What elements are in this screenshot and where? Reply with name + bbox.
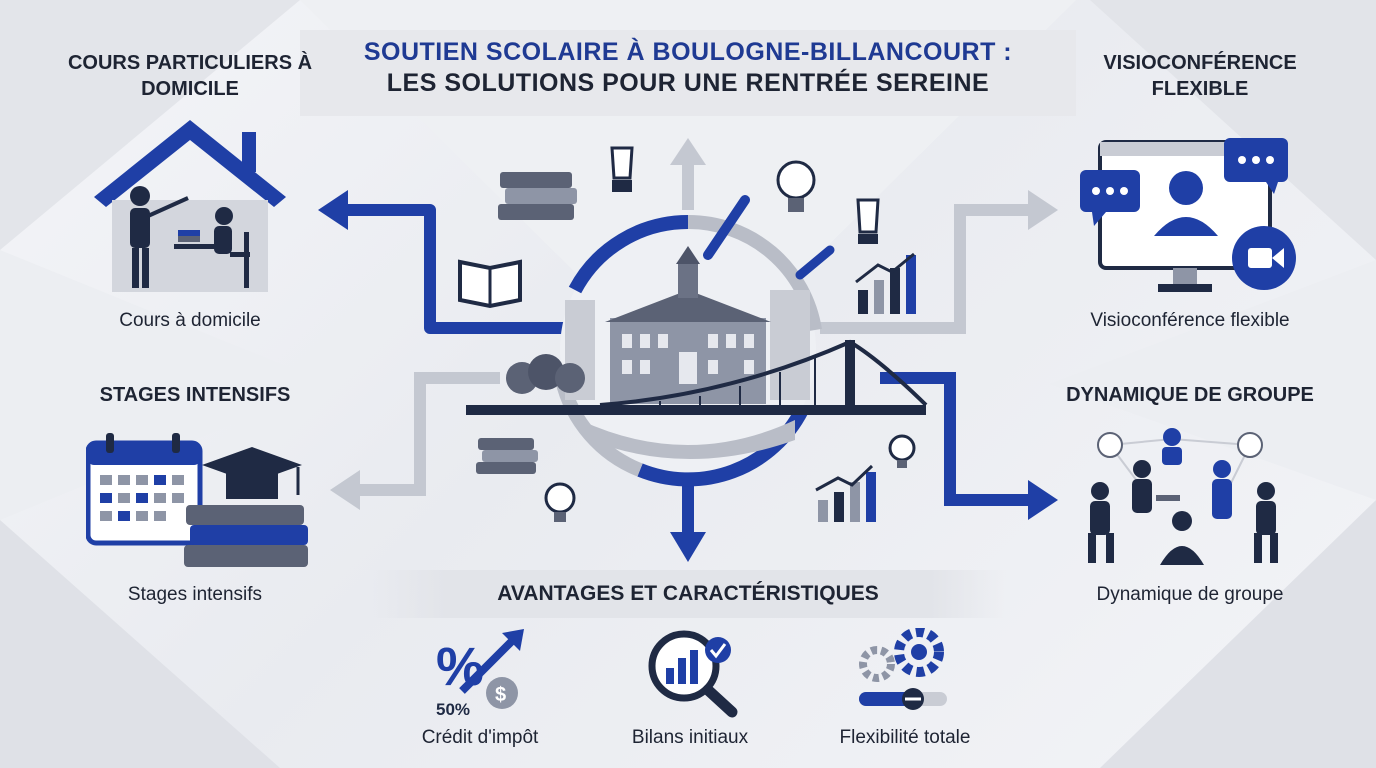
books-icon-2 <box>476 438 538 474</box>
svg-text:$: $ <box>495 684 506 706</box>
video-conference-icon <box>1080 138 1296 292</box>
caption-groupe: Dynamique de groupe <box>1096 584 1284 605</box>
arrow-head-visio <box>1028 190 1058 230</box>
gears-slider-icon <box>859 628 947 710</box>
arrow-head-groupe <box>1028 480 1058 520</box>
lightbulb-icon-3 <box>888 434 916 468</box>
title-banner: SOUTIEN SCOLAIRE À BOULOGNE-BILLANCOURT … <box>300 30 1076 116</box>
group-people-icon <box>1088 428 1278 565</box>
arrow-head-stages <box>330 470 360 510</box>
open-book-icon <box>458 259 522 309</box>
arrow-to-visio <box>820 204 1030 334</box>
arrow-to-home <box>345 204 570 334</box>
heading-stages: STAGES INTENSIFS <box>99 384 291 406</box>
arrow-to-stages <box>358 372 500 496</box>
pen-icon <box>703 195 750 260</box>
pencil-icon <box>795 245 835 280</box>
title-line-1: SOUTIEN SCOLAIRE À BOULOGNE-BILLANCOURT … <box>363 38 1013 66</box>
bar-chart-icon-2 <box>815 464 876 522</box>
advantage-credit-label: Crédit d'impôt <box>421 727 539 748</box>
fountain-pen-icon-2 <box>856 198 880 244</box>
arrow-head-home <box>318 190 348 230</box>
percent-growth-icon: % $ 50% <box>436 629 524 719</box>
heading-visio: VISIOCONFÉRENCE FLEXIBLE <box>1103 52 1297 100</box>
books-icon <box>498 172 577 220</box>
caption-stages: Stages intensifs <box>127 584 263 605</box>
heading-home: COURS PARTICULIERS À DOMICILE <box>67 52 313 100</box>
magnifier-chart-icon <box>648 630 738 718</box>
svg-text:%: % <box>436 637 484 697</box>
caption-visio: Visioconférence flexible <box>1090 310 1290 331</box>
tax-badge: 50% <box>436 700 470 719</box>
bar-chart-icon <box>855 252 916 314</box>
advantage-flexibilite-label: Flexibilité totale <box>839 727 971 748</box>
heading-groupe: DYNAMIQUE DE GROUPE <box>1066 384 1314 406</box>
advantage-bilans-label: Bilans initiaux <box>631 727 749 748</box>
house-tutoring-icon <box>94 120 286 292</box>
lightbulb-icon <box>776 160 816 212</box>
advantages-heading: AVANTAGES ET CARACTÉRISTIQUES <box>370 570 1006 618</box>
caption-home: Cours à domicile <box>119 310 261 331</box>
lightbulb-icon-2 <box>544 482 576 522</box>
fountain-pen-icon <box>610 146 634 192</box>
title-line-2: LES SOLUTIONS POUR UNE RENTRÉE SEREINE <box>386 69 990 97</box>
arrow-to-groupe <box>880 372 1030 506</box>
calendar-books-icon <box>86 433 308 567</box>
